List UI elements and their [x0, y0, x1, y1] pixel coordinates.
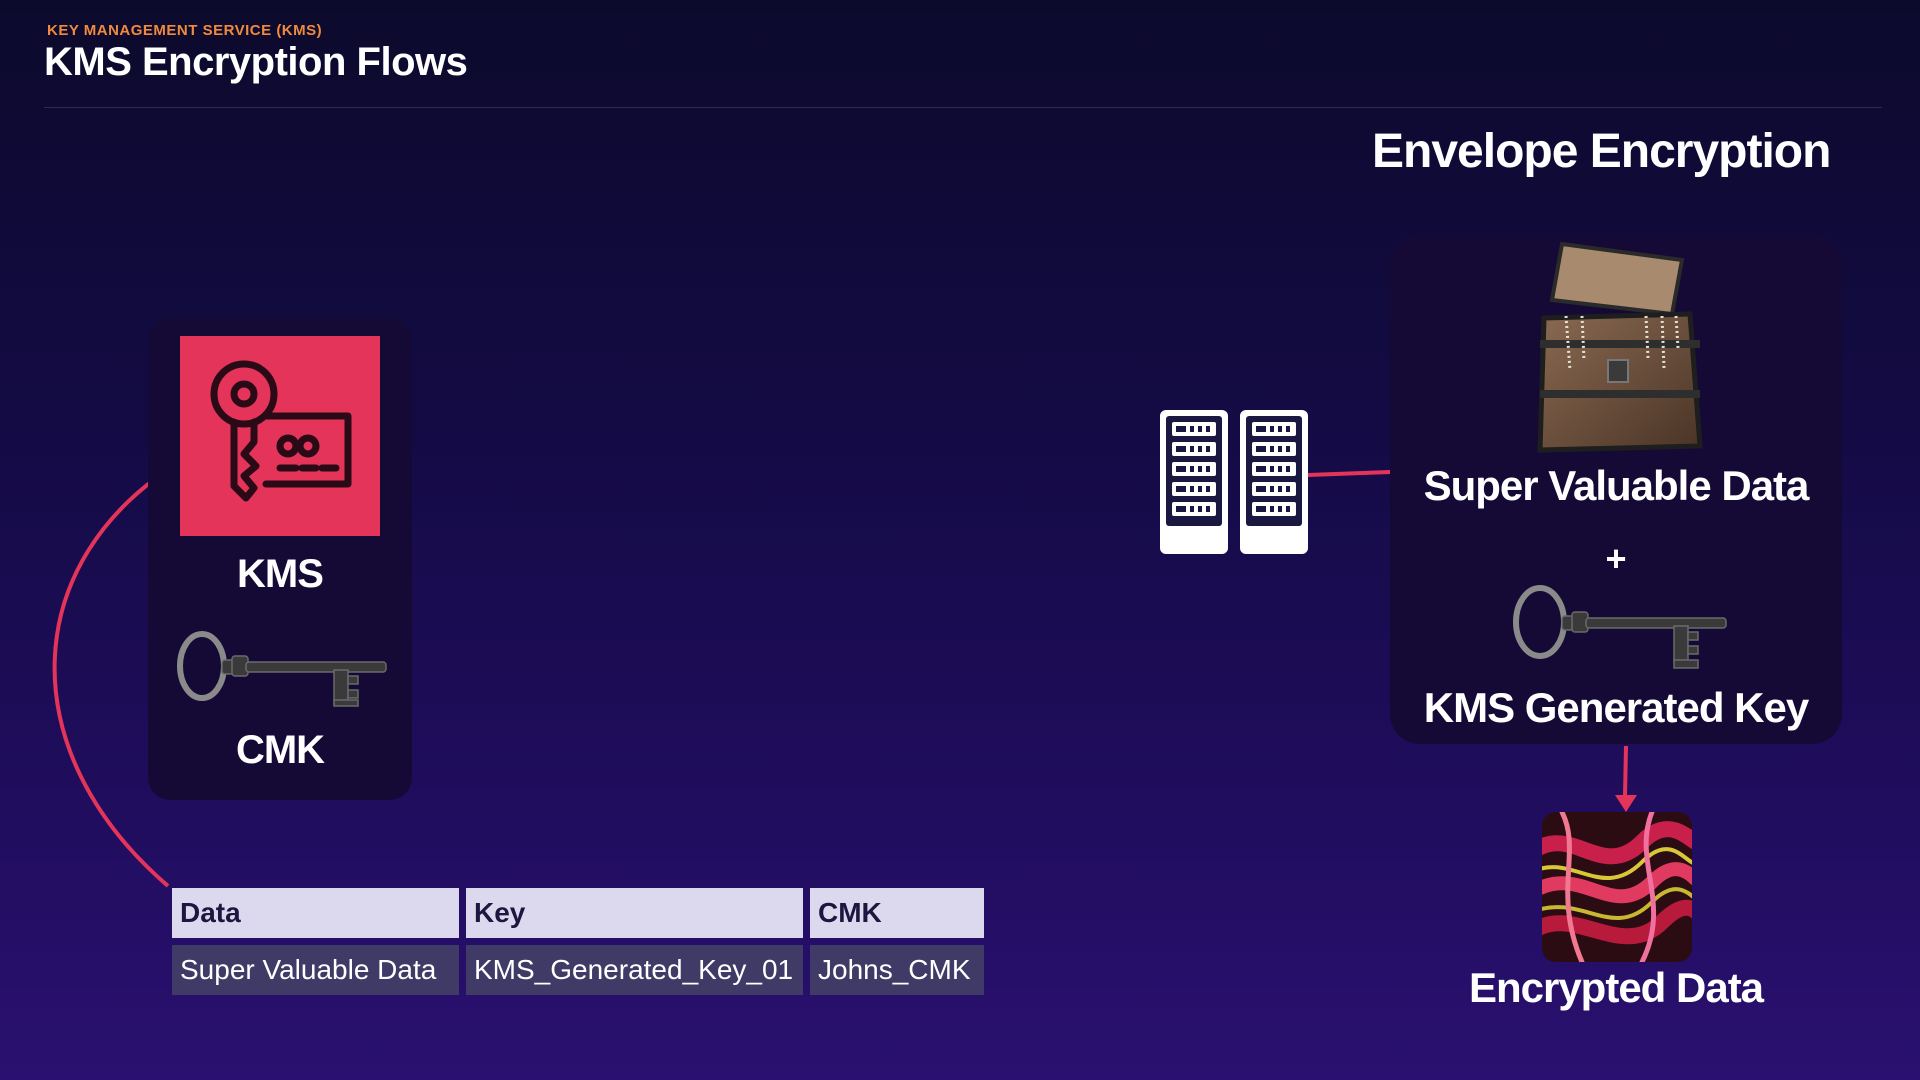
- table-row: Super Valuable Data KMS_Generated_Key_01…: [172, 945, 984, 995]
- super-valuable-data-label: Super Valuable Data: [1423, 462, 1810, 509]
- encrypted-data-label: Encrypted Data: [1468, 964, 1764, 1011]
- kms-to-table-connector: [52, 460, 182, 888]
- plus-sign: +: [1605, 538, 1627, 579]
- skeleton-key-icon: [174, 630, 392, 710]
- server-to-envelope-connector: [1307, 470, 1391, 477]
- treasure-chest-icon: [1522, 240, 1712, 454]
- table-header-row: Data Key CMK: [172, 888, 984, 938]
- kms-key-card-icon: [180, 336, 380, 536]
- generated-key-icon: [1510, 582, 1732, 672]
- page-title: KMS Encryption Flows: [44, 40, 468, 84]
- cmk-label: CMK: [235, 728, 325, 772]
- envelope-to-encrypted-connector: [1623, 745, 1628, 797]
- header-divider: [44, 107, 1882, 108]
- key-mapping-table: Data Key CMK Super Valuable Data KMS_Gen…: [172, 888, 984, 1002]
- eyebrow-label: KEY MANAGEMENT SERVICE (KMS): [47, 22, 323, 39]
- table-header-key: Key: [466, 888, 803, 938]
- table-cell-key: KMS_Generated_Key_01: [466, 945, 803, 995]
- arrow-head-icon: [1615, 795, 1637, 812]
- envelope-encryption-title: Envelope Encryption: [1372, 125, 1831, 178]
- marbled-pattern-icon: [1542, 812, 1692, 962]
- server-rack-icon: [1158, 408, 1310, 556]
- table-header-cmk: CMK: [810, 888, 984, 938]
- kms-label: KMS: [237, 552, 324, 596]
- table-cell-data: Super Valuable Data: [172, 945, 459, 995]
- kms-generated-key-label: KMS Generated Key: [1423, 684, 1809, 731]
- table-header-data: Data: [172, 888, 459, 938]
- table-cell-cmk: Johns_CMK: [810, 945, 984, 995]
